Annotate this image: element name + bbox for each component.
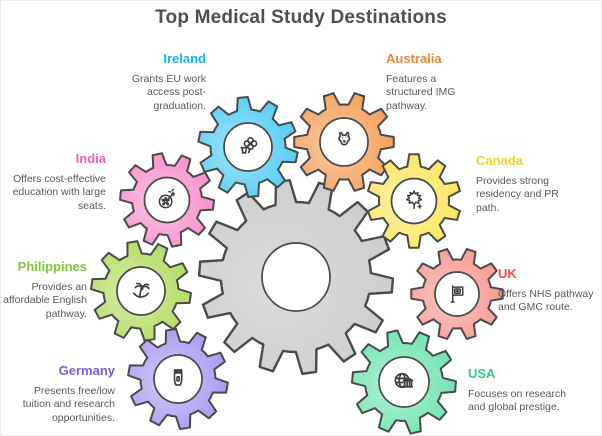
palm-hammock-icon bbox=[132, 282, 150, 299]
destination-description: Features a structured IMG pathway. bbox=[386, 73, 456, 112]
maple-leaf-icon bbox=[405, 190, 423, 210]
destination-label: India bbox=[75, 151, 106, 166]
destination-label: USA bbox=[468, 366, 496, 381]
destination-description: Offers NHS pathway and GMC route. bbox=[498, 288, 594, 314]
destination-label: Ireland bbox=[163, 51, 206, 66]
ireland-gear bbox=[197, 96, 299, 198]
destination-label: Canada bbox=[476, 153, 523, 168]
destination-description: Presents free/low tuition and research o… bbox=[22, 385, 115, 424]
destination-india: India Offers cost-effective education wi… bbox=[6, 151, 106, 213]
destination-description: Grants EU work access post-graduation. bbox=[131, 73, 206, 112]
destination-germany: Germany Presents free/low tuition and re… bbox=[9, 363, 115, 425]
philippines-gear bbox=[90, 240, 192, 342]
castle-tower-icon bbox=[173, 369, 183, 386]
destination-description: Offers cost-effective education with lar… bbox=[12, 173, 106, 212]
spinning-wheel-icon bbox=[158, 188, 175, 209]
destination-ireland: Ireland Grants EU work access post-gradu… bbox=[118, 51, 206, 113]
usa-gear bbox=[351, 329, 457, 435]
germany-gear bbox=[127, 328, 229, 430]
destination-uk: UK Offers NHS pathway and GMC route. bbox=[498, 266, 598, 315]
page-title: Top Medical Study Destinations bbox=[155, 7, 447, 28]
center-gear bbox=[197, 179, 395, 375]
destination-label: UK bbox=[498, 266, 517, 281]
destination-description: Provides strong residency and PR path. bbox=[476, 175, 559, 214]
destination-label: Australia bbox=[386, 51, 442, 66]
shamrock-pot-icon bbox=[240, 137, 258, 154]
destination-canada: Canada Provides strong residency and PR … bbox=[476, 153, 578, 215]
destination-philippines: Philippines Provides an affordable Engli… bbox=[1, 259, 87, 321]
uk-gear bbox=[410, 248, 504, 340]
kangaroo-icon bbox=[338, 131, 351, 146]
destination-label: Germany bbox=[58, 363, 115, 378]
destination-description: Focuses on research and global prestige. bbox=[468, 388, 567, 414]
medical-flag-icon bbox=[450, 285, 464, 303]
australia-gear bbox=[293, 92, 395, 192]
canada-gear bbox=[367, 153, 461, 249]
destination-australia: Australia Features a structured IMG path… bbox=[386, 51, 478, 113]
destination-label: Philippines bbox=[17, 259, 87, 274]
destination-usa: USA Focuses on research and global prest… bbox=[468, 366, 578, 415]
india-gear bbox=[119, 152, 215, 248]
globe-academy-icon bbox=[394, 372, 414, 389]
destination-description: Provides an affordable English pathway. bbox=[3, 281, 87, 320]
